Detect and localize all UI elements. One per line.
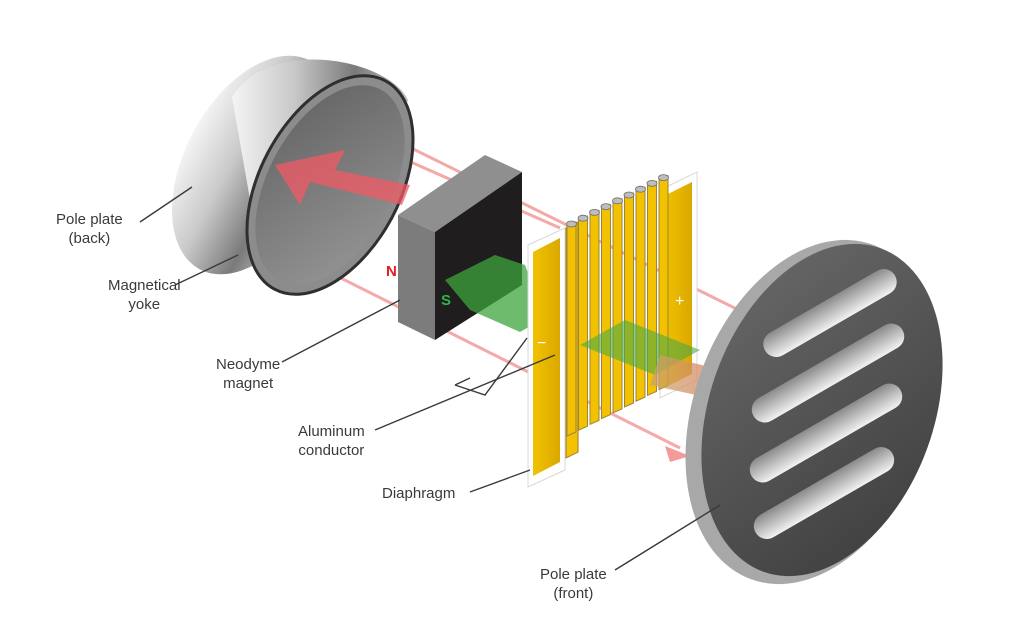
diaphragm-pleat-top (600, 203, 612, 211)
label-text: conductor (298, 442, 365, 459)
magnetic-field-arrow-back (275, 150, 410, 205)
diaphragm-pleat (589, 209, 600, 426)
diaphragm-pleat (601, 203, 611, 420)
diaphragm-pleat-top (646, 179, 658, 187)
label-text: Neodyme (216, 356, 281, 373)
label-text: (back) (68, 230, 111, 247)
label-text: magnet (223, 375, 274, 392)
label-text: Pole plate (56, 211, 123, 228)
label-text: Diaphragm (382, 485, 456, 502)
diaphragm-pleats (566, 174, 669, 437)
diaphragm-pleat (624, 192, 634, 408)
label-text: Aluminum (298, 423, 365, 440)
pole-plate-front-disc (685, 239, 943, 585)
flux-plane-green (445, 255, 545, 332)
polarity-minus-label: − (537, 335, 546, 352)
label-pole-plate-front: Pole plate (front) (540, 565, 607, 603)
label-text: Pole plate (540, 566, 607, 583)
guide-arrowhead-lower (665, 446, 690, 462)
diaphragm-pleat-top (577, 214, 589, 222)
label-magnetical-yoke: Magnetical yoke (108, 276, 181, 314)
diaphragm-pleat-top (635, 185, 646, 193)
label-text: Magnetical (108, 277, 181, 294)
magnet-south-label: S (441, 292, 451, 309)
diaphragm-pleat (578, 215, 588, 431)
diaphragm-pleat (612, 198, 623, 414)
diaphragm-pleat (566, 221, 577, 437)
diaphragm-pleat-top (623, 191, 635, 199)
label-aluminum-conductor: Aluminum conductor (298, 422, 365, 460)
label-pole-plate-back: Pole plate (back) (56, 210, 123, 248)
label-text: yoke (128, 296, 161, 313)
diaphragm-pleat-top (589, 208, 600, 216)
leader-lines (139, 186, 721, 571)
label-neodyme-magnet: Neodyme magnet (216, 355, 280, 393)
label-text: (front) (553, 585, 594, 602)
diaphragm-pleat-top (612, 197, 623, 205)
diaphragm-pleat-top (658, 174, 669, 182)
diaphragm-pleat-top (566, 220, 577, 228)
magnet-north-label: N (386, 263, 397, 280)
label-diaphragm: Diaphragm (382, 484, 455, 503)
polarity-plus-label: + (675, 293, 684, 310)
